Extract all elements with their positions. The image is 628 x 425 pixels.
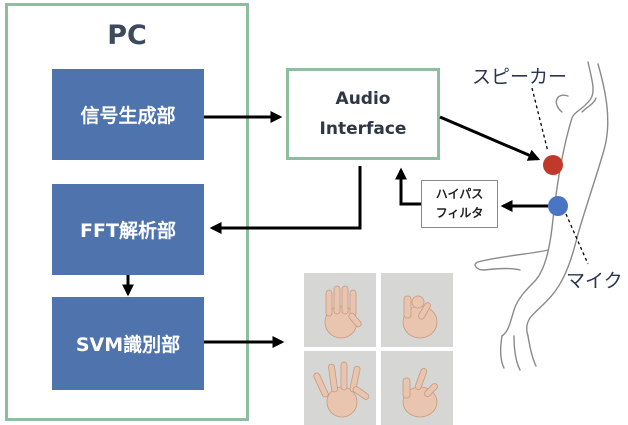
svm-classification-block: SVM識別部 [52, 297, 204, 390]
pc-title: PC [107, 20, 147, 51]
arrow-filter-to-audio [395, 167, 421, 206]
speaker-leader-line [531, 87, 549, 153]
mic-label: マイク [566, 270, 623, 292]
fft-analysis-block: FFT解析部 [52, 184, 204, 275]
arrow-audio-to-speaker [439, 115, 541, 161]
filter-line1: ハイパス [435, 187, 484, 201]
audio-interface-block: Audio Interface [286, 68, 440, 160]
open-palm-icon [324, 285, 362, 339]
arm-illustration [474, 61, 609, 371]
thumb-hand-icon [402, 368, 438, 418]
pinch-icon [402, 295, 438, 339]
audio-interface-line1: Audio [335, 89, 391, 109]
audio-interface-line2: Interface [319, 119, 407, 139]
highpass-filter-block: ハイパス フィルタ [421, 180, 498, 228]
filter-line2: フィルタ [435, 206, 484, 220]
signal-generation-block: 信号生成部 [52, 69, 204, 160]
mic-dot-icon [548, 196, 568, 216]
pc-frame [5, 3, 249, 421]
speaker-dot-icon [543, 155, 563, 175]
spread-hand-icon [313, 361, 370, 418]
arrow-audio-to-fft [209, 166, 362, 234]
speaker-label: スピーカー [472, 66, 568, 88]
